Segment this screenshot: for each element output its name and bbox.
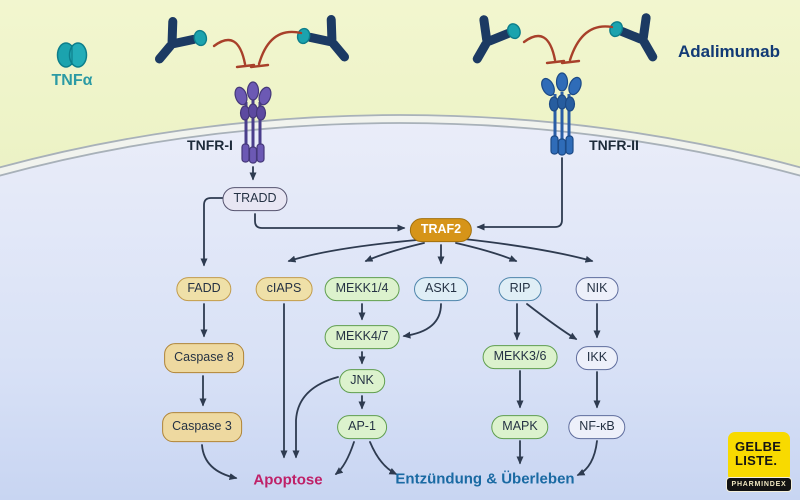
logo-line2: LISTE. [735, 453, 778, 468]
adalimumab-label: Adalimumab [677, 42, 781, 61]
node-mekk36: MEKK3/6 [482, 345, 558, 369]
node-tradd: TRADD [222, 187, 288, 211]
arrow-traf2-nik [463, 238, 594, 263]
apoptosis-outcome-label: Apoptose [253, 471, 323, 489]
inflammation-outcome-label: Entzündung & Überleben [395, 470, 575, 488]
arrow-ap1-inflammation [369, 441, 398, 475]
arrow-ap1-apoptose [334, 441, 355, 475]
tnfr2-label: TNFR-II [589, 137, 639, 153]
inhibition-arrow [212, 38, 247, 66]
logo-pharmindex-strip: PHARMINDEX [726, 477, 792, 492]
arrow-caspase3-apoptose [201, 444, 238, 481]
logo-line1: GELBE [735, 439, 782, 454]
inhibition-arrow [522, 34, 557, 62]
inhibition-arrow [257, 30, 303, 66]
tnfr1-receptor-icon [234, 81, 272, 164]
arrow-nfkb-inflammation [576, 440, 598, 476]
arrow-rip-ikk [526, 303, 578, 340]
arrow-traf2-ciaps [287, 239, 418, 263]
node-mekk47: MEKK4/7 [324, 325, 400, 349]
arrow-traf2-mekk14 [364, 242, 425, 262]
arrow-tradd-traf2 [254, 213, 406, 232]
node-caspase3: Caspase 3 [162, 412, 242, 442]
arrow-tradd-fadd [200, 197, 228, 267]
arrow-jnk-apoptose [292, 376, 339, 459]
node-fadd: FADD [176, 277, 232, 301]
inhibition-arrow [568, 25, 614, 62]
tnfa-molecule-icon [56, 42, 88, 68]
arrow-tnfr2-traf2 [476, 157, 563, 231]
arrow-traf2-rip [455, 242, 518, 262]
node-ap1: AP-1 [337, 415, 387, 439]
node-mapk: MAPK [491, 415, 549, 439]
node-ciaps: cIAPS [255, 277, 313, 301]
arrow-ask1-mekk47 [402, 303, 442, 339]
node-caspase8: Caspase 8 [164, 343, 244, 373]
node-ikk: IKK [575, 346, 619, 370]
node-nik: NIK [575, 277, 619, 301]
tnfr2-receptor-icon [541, 72, 582, 156]
node-mekk14: MEKK1/4 [324, 277, 400, 301]
inhibition-arrows [212, 25, 614, 69]
node-ask1: ASK1 [414, 277, 468, 301]
tnfr1-label: TNFR-I [187, 137, 233, 153]
node-rip: RIP [498, 277, 542, 301]
tnfa-label: TNFα [51, 72, 93, 89]
node-traf2: TRAF2 [409, 218, 473, 242]
signal-arrows [199, 157, 601, 481]
node-jnk: JNK [339, 369, 385, 393]
gelbe-liste-logo: GELBE LISTE. PHARMINDEX [726, 432, 792, 492]
logo-yellow-box: GELBE LISTE. [728, 432, 790, 482]
node-nfkb: NF-κB [568, 415, 626, 439]
cell-membrane [0, 114, 800, 500]
